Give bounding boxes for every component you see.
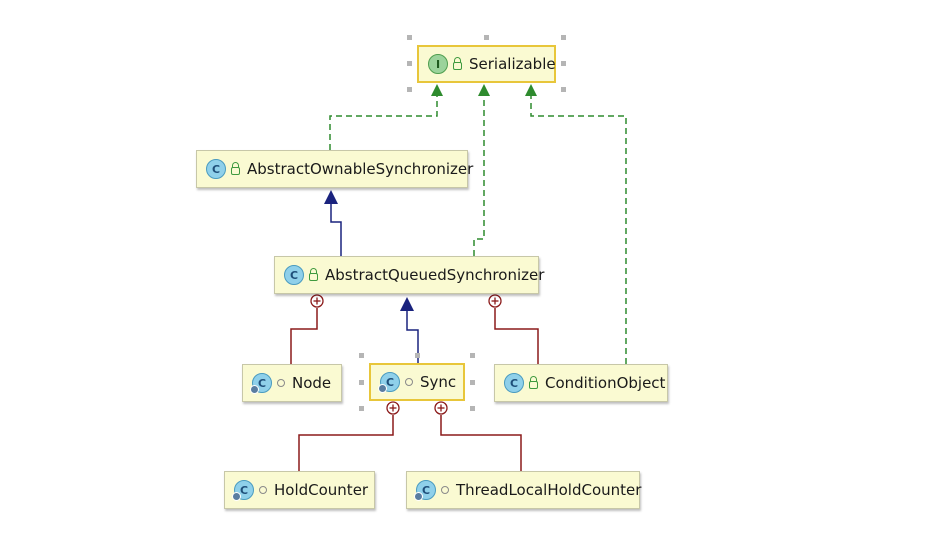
package-visibility-icon	[259, 486, 267, 494]
edge-sync-extends-aqs	[406, 310, 419, 363]
public-visibility-icon	[453, 57, 462, 70]
static-class-icon: C	[414, 480, 436, 501]
edge-aqs-implements-serializable	[473, 95, 485, 256]
edge-aqs-extends-aos	[330, 203, 342, 256]
node-holdcounter[interactable]: C HoldCounter	[224, 471, 375, 509]
node-conditionobject[interactable]: C ConditionObject	[494, 364, 668, 402]
public-visibility-icon	[231, 162, 240, 175]
node-label: ConditionObject	[545, 374, 666, 392]
class-icon: C	[206, 159, 226, 179]
selection-handle[interactable]	[484, 35, 489, 40]
extends-arrowhead	[400, 297, 414, 311]
public-visibility-icon	[309, 268, 318, 281]
selection-handle[interactable]	[407, 61, 412, 66]
selection-handle[interactable]	[470, 380, 475, 385]
selection-handle[interactable]	[359, 406, 364, 411]
implements-arrowhead	[525, 84, 537, 96]
class-icon: C	[284, 265, 304, 285]
selection-handle[interactable]	[407, 87, 412, 92]
static-class-icon: C	[232, 480, 254, 501]
package-visibility-icon	[441, 486, 449, 494]
node-abstractqueuedsynchronizer[interactable]: C AbstractQueuedSynchronizer	[274, 256, 544, 294]
node-label: AbstractOwnableSynchronizer	[247, 160, 474, 178]
implements-arrowhead	[478, 84, 490, 96]
edge-threadlocalholdcounter-inner-sync	[440, 415, 522, 471]
selection-handle[interactable]	[407, 35, 412, 40]
inner-class-marker	[310, 294, 324, 308]
selection-handle[interactable]	[470, 406, 475, 411]
node-abstractownablesynchronizer[interactable]: C AbstractOwnableSynchronizer	[196, 150, 473, 188]
inner-class-marker	[488, 294, 502, 308]
edge-holdcounter-inner-sync	[298, 415, 394, 471]
implements-arrowhead	[431, 84, 443, 96]
inner-class-marker	[386, 401, 400, 415]
selection-handle[interactable]	[359, 353, 364, 358]
selection-handle[interactable]	[470, 353, 475, 358]
node-serializable[interactable]: I Serializable	[417, 45, 556, 83]
node-threadlocalholdcounter[interactable]: C ThreadLocalHoldCounter	[406, 471, 642, 509]
node-label: HoldCounter	[274, 481, 369, 499]
edge-aos-implements-serializable	[329, 95, 438, 150]
selection-handle[interactable]	[561, 61, 566, 66]
inner-class-marker	[434, 401, 448, 415]
selection-handle[interactable]	[561, 35, 566, 40]
node-sync[interactable]: C Sync	[369, 363, 465, 401]
selection-handle[interactable]	[359, 380, 364, 385]
node-label: AbstractQueuedSynchronizer	[325, 266, 545, 284]
node-label: Serializable	[469, 55, 556, 73]
edge-node-inner-aqs	[290, 308, 318, 364]
node-label: Node	[292, 374, 332, 392]
package-visibility-icon	[277, 379, 285, 387]
node-node[interactable]: C Node	[242, 364, 342, 402]
static-class-icon: C	[378, 372, 400, 393]
selection-handle[interactable]	[415, 353, 420, 358]
edge-conditionobject-implements-serializable	[530, 95, 627, 364]
extends-arrowhead	[324, 190, 338, 204]
static-class-icon: C	[250, 373, 272, 394]
edge-conditionobject-inner-aqs	[494, 308, 539, 364]
class-icon: C	[504, 373, 524, 393]
node-label: ThreadLocalHoldCounter	[456, 481, 642, 499]
public-visibility-icon	[529, 376, 538, 389]
node-label: Sync	[420, 373, 457, 391]
selection-handle[interactable]	[561, 87, 566, 92]
interface-icon: I	[428, 54, 448, 74]
package-visibility-icon	[405, 378, 413, 386]
